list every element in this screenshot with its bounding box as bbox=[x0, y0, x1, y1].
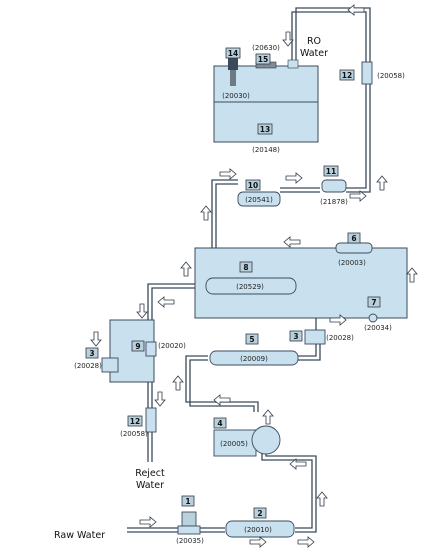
connector-12-lower bbox=[145, 407, 157, 433]
num-8: 8 bbox=[243, 263, 248, 272]
pipe-8-to-10-b bbox=[215, 183, 238, 248]
valve-1-body bbox=[177, 525, 201, 535]
code-11: (21878) bbox=[320, 198, 348, 206]
code-14: (20030) bbox=[222, 92, 250, 100]
ro-water-label-1: RO bbox=[307, 36, 321, 47]
code-12-upper: (20058) bbox=[377, 72, 405, 80]
tank-inlet bbox=[287, 59, 299, 69]
arrow-reject-down bbox=[154, 391, 166, 407]
valve-7 bbox=[368, 313, 378, 323]
number-boxes: 1 2 3 3 4 5 6 7 8 9 10 11 12 12 13 14 15 bbox=[85, 47, 381, 519]
arrow-2-out bbox=[249, 536, 267, 548]
pipe-5-to-3-b bbox=[298, 342, 321, 361]
num-2: 2 bbox=[257, 509, 262, 518]
housing-4 bbox=[213, 429, 257, 457]
arrow-into-9 bbox=[136, 303, 148, 319]
tank-bottom bbox=[213, 101, 319, 143]
raw-water-label: Raw Water bbox=[54, 530, 105, 541]
arrow-7 bbox=[329, 314, 347, 326]
code-9: (20020) bbox=[158, 342, 186, 350]
connector-12-upper bbox=[361, 61, 373, 85]
arrow-loop-top bbox=[283, 236, 301, 248]
num-9: 9 bbox=[135, 342, 140, 351]
arrow-to-9 bbox=[157, 296, 175, 308]
housing-4-dome bbox=[251, 425, 281, 455]
arrow-up-2 bbox=[316, 491, 328, 507]
code-12-lower: (20058) bbox=[120, 430, 148, 438]
reject-water-label-2: Water bbox=[136, 480, 164, 491]
num-7: 7 bbox=[371, 298, 376, 307]
pipe-2-to-4-b bbox=[265, 440, 317, 533]
pipe-8-to-10 bbox=[211, 179, 238, 248]
float-switch bbox=[228, 58, 238, 70]
code-2: (20010) bbox=[244, 526, 272, 534]
filter-11 bbox=[321, 179, 347, 193]
num-6: 6 bbox=[351, 234, 356, 243]
code-3-left: (20028) bbox=[74, 362, 102, 370]
valve-1 bbox=[181, 511, 197, 527]
arrow-to-4 bbox=[289, 458, 307, 470]
arrow-down-tank bbox=[282, 31, 294, 47]
code-6: (20003) bbox=[338, 259, 366, 267]
code-3-right: (20028) bbox=[326, 334, 354, 342]
pipe-4-to-5 bbox=[185, 355, 259, 412]
valve-3-left bbox=[101, 357, 119, 373]
arrow-up-5 bbox=[172, 375, 184, 391]
arrow-2-right bbox=[297, 536, 315, 548]
code-7: (20034) bbox=[364, 324, 392, 332]
code-1: (20035) bbox=[176, 537, 204, 545]
filter-10 bbox=[237, 191, 281, 207]
arrow-up-right bbox=[376, 175, 388, 191]
num-1: 1 bbox=[185, 497, 190, 506]
pipe-8-to-9-b bbox=[151, 287, 205, 320]
code-8: (20529) bbox=[236, 283, 264, 291]
arrow-10-11 bbox=[285, 172, 303, 184]
arrow-loop-left bbox=[180, 261, 192, 277]
num-10: 10 bbox=[248, 181, 258, 190]
ro-water-label-2: Water bbox=[300, 48, 328, 59]
num-13: 13 bbox=[260, 125, 270, 134]
code-4: (20005) bbox=[220, 440, 248, 448]
pipe-4-to-5-b bbox=[189, 359, 255, 412]
num-14: 14 bbox=[228, 49, 238, 58]
pipe-5-to-3 bbox=[298, 342, 317, 357]
num-12-upper: 12 bbox=[342, 71, 352, 80]
float-rod bbox=[230, 70, 236, 86]
storage-tank bbox=[213, 58, 319, 143]
num-3-right: 3 bbox=[293, 332, 298, 341]
arrow-4-out bbox=[213, 394, 231, 406]
num-5: 5 bbox=[249, 335, 254, 344]
part-codes: (20035) (20010) (20028) (20028) (20005) … bbox=[74, 44, 405, 545]
arrow-up-4 bbox=[262, 409, 274, 425]
num-12-lower: 12 bbox=[130, 417, 140, 426]
code-10: (20541) bbox=[245, 196, 273, 204]
arrow-left-down bbox=[90, 331, 102, 347]
filter-5 bbox=[209, 350, 299, 366]
filter-6 bbox=[335, 242, 373, 254]
num-3-left: 3 bbox=[89, 349, 94, 358]
pipe-11-to-tank-b bbox=[295, 7, 371, 193]
code-15: (20630) bbox=[252, 44, 280, 52]
arrow-10-in bbox=[219, 168, 237, 180]
arrow-top bbox=[347, 4, 365, 16]
num-11: 11 bbox=[326, 167, 336, 176]
valve-3-right bbox=[304, 329, 326, 345]
restrictor-9 bbox=[145, 341, 157, 357]
arrow-up-permeate bbox=[200, 205, 212, 221]
pipe-8-to-9 bbox=[147, 283, 205, 320]
reject-water-label-1: Reject bbox=[135, 468, 165, 479]
membrane-8 bbox=[205, 277, 297, 295]
code-13: (20148) bbox=[252, 146, 280, 154]
arrow-raw-in bbox=[139, 516, 157, 528]
flow-arrows bbox=[90, 4, 418, 548]
num-15: 15 bbox=[258, 55, 268, 64]
num-4: 4 bbox=[217, 419, 222, 428]
arrow-11 bbox=[349, 190, 367, 202]
code-5: (20009) bbox=[240, 355, 268, 363]
pipe-11-to-tank bbox=[291, 11, 367, 189]
flow-labels: RO Water Reject Water Raw Water bbox=[54, 36, 328, 541]
arrow-loop-right bbox=[406, 267, 418, 283]
